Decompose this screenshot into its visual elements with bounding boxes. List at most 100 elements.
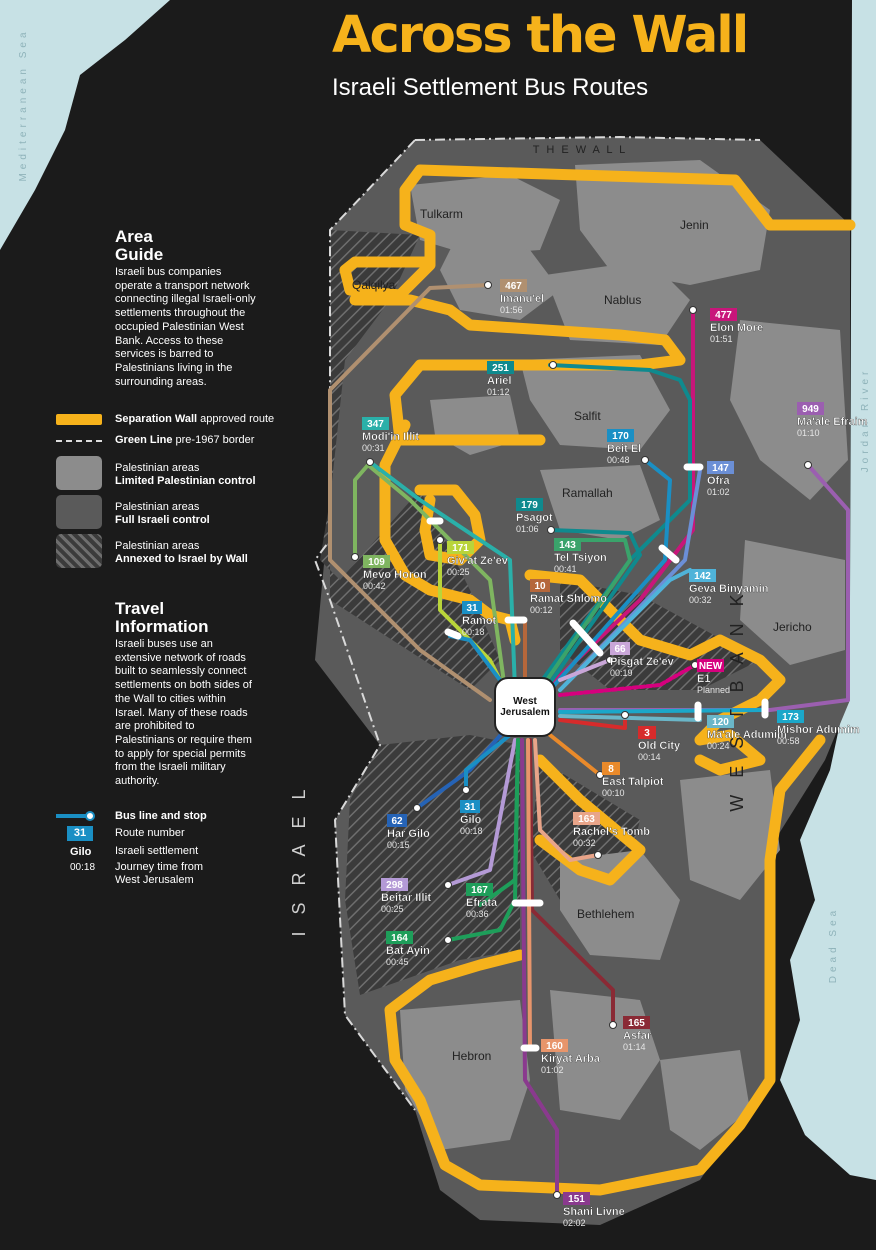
dead-sea-label: Dead Sea bbox=[828, 907, 839, 983]
route-badge[interactable] bbox=[460, 800, 480, 813]
journey-time: 00:41 bbox=[554, 564, 577, 574]
route-number: 171 bbox=[452, 543, 469, 554]
route-number: 151 bbox=[568, 1194, 585, 1205]
jordan-label: Jordan River bbox=[860, 368, 871, 473]
route-31-gilo bbox=[464, 733, 512, 792]
route-number: 165 bbox=[628, 1018, 645, 1029]
route-badge[interactable] bbox=[487, 361, 514, 374]
route-badge[interactable] bbox=[530, 579, 550, 592]
journey-time: 00:36 bbox=[466, 909, 489, 919]
journey-time: 00:42 bbox=[363, 581, 386, 591]
route-66 bbox=[558, 658, 612, 682]
travel-info-heading: Travel Information bbox=[115, 600, 209, 636]
route-badge[interactable] bbox=[697, 659, 724, 672]
route-badge[interactable] bbox=[541, 1039, 568, 1052]
settlement-name: Psagot bbox=[516, 512, 553, 524]
stops bbox=[351, 281, 812, 1199]
journey-time: 00:14 bbox=[638, 752, 661, 762]
key-settlement-example: Gilo bbox=[70, 846, 92, 858]
settlement-name: Mishor Adumim bbox=[777, 724, 860, 736]
route-164 bbox=[446, 738, 520, 942]
route-badge[interactable] bbox=[689, 569, 716, 582]
area-guide-text: Israeli bus companies operate a transpor… bbox=[115, 266, 256, 388]
route-number: 347 bbox=[367, 419, 384, 430]
journey-time: 00:48 bbox=[607, 455, 630, 465]
page-subtitle: Israeli Settlement Bus Routes bbox=[332, 74, 649, 101]
settlement-name: Tel Tsiyon bbox=[554, 552, 607, 564]
route-120 bbox=[558, 714, 702, 722]
journey-time: 00:45 bbox=[386, 957, 409, 967]
settlement-name: Ramot bbox=[462, 615, 497, 627]
route-badge[interactable] bbox=[554, 538, 581, 551]
route-number: 170 bbox=[612, 431, 629, 442]
route-badge[interactable] bbox=[362, 417, 389, 430]
settlement-name: Har Gilo bbox=[387, 828, 430, 840]
journey-time: 01:51 bbox=[710, 334, 733, 344]
route-badge[interactable] bbox=[777, 710, 804, 723]
route-badge[interactable] bbox=[363, 555, 390, 568]
route-badge[interactable] bbox=[710, 308, 737, 321]
heading-line: Area bbox=[115, 227, 153, 246]
west-jerusalem-hub[interactable] bbox=[494, 677, 556, 737]
hub-label: Jerusalem bbox=[500, 707, 550, 718]
route-badge[interactable] bbox=[602, 762, 620, 775]
key-settlement-label: Israeli settlement bbox=[115, 845, 199, 857]
route-173 bbox=[558, 708, 767, 714]
journey-time: 00:10 bbox=[602, 788, 625, 798]
route-number: 31 bbox=[466, 603, 478, 614]
route-badge[interactable] bbox=[607, 429, 634, 442]
route-467 bbox=[328, 283, 492, 702]
route-347 bbox=[368, 460, 517, 692]
green-line-legend: Green Line pre-1967 border bbox=[115, 434, 255, 446]
route-number: 477 bbox=[715, 310, 732, 321]
route-298 bbox=[446, 738, 517, 887]
heading-line: Information bbox=[115, 617, 209, 636]
route-badge[interactable] bbox=[500, 279, 527, 292]
route-badge[interactable] bbox=[381, 878, 408, 891]
town-label: Nablus bbox=[604, 293, 641, 307]
town-label: Hebron bbox=[452, 1049, 491, 1063]
journey-time: 01:10 bbox=[797, 428, 820, 438]
settlement-name: Ofra bbox=[707, 475, 731, 487]
annexed-area bbox=[320, 230, 500, 690]
route-number: 173 bbox=[782, 712, 799, 723]
route-badge[interactable] bbox=[447, 541, 474, 554]
wall-crossings bbox=[426, 463, 769, 1052]
route-badge[interactable] bbox=[573, 812, 600, 825]
route-number: 120 bbox=[712, 717, 729, 728]
route-badge[interactable] bbox=[707, 715, 734, 728]
route-badge[interactable] bbox=[466, 883, 493, 896]
route-badge[interactable] bbox=[610, 642, 630, 655]
journey-time: 00:32 bbox=[689, 595, 712, 605]
town-label: Ramallah bbox=[562, 486, 613, 500]
route-badge[interactable] bbox=[638, 726, 656, 739]
route-163 bbox=[533, 738, 600, 862]
route-number: 8 bbox=[608, 764, 614, 775]
journey-time: 01:56 bbox=[500, 305, 523, 315]
journey-time: 01:02 bbox=[541, 1065, 564, 1075]
route-badge[interactable] bbox=[797, 402, 824, 415]
route-number: 949 bbox=[802, 404, 819, 415]
route-badge[interactable] bbox=[462, 601, 482, 614]
route-badge[interactable] bbox=[707, 461, 734, 474]
journey-time: 00:19 bbox=[610, 668, 633, 678]
town-label: Qalqilya bbox=[352, 278, 396, 292]
journey-time: 01:02 bbox=[707, 487, 730, 497]
route-number: 467 bbox=[505, 281, 522, 292]
route-151 bbox=[520, 738, 559, 1197]
route-badge[interactable] bbox=[516, 498, 543, 511]
route-number: 142 bbox=[694, 571, 711, 582]
route-badge[interactable] bbox=[563, 1192, 590, 1205]
page-title: Across the Wall bbox=[332, 6, 749, 65]
route-number: 66 bbox=[614, 644, 626, 655]
settlement-name: Ariel bbox=[487, 375, 511, 387]
route-number: 143 bbox=[559, 540, 576, 551]
settlement-name: Kiryat Arba bbox=[541, 1053, 601, 1065]
route-badge[interactable] bbox=[386, 931, 413, 944]
dead-sea-jordan bbox=[780, 0, 876, 1180]
route-badge[interactable] bbox=[623, 1016, 650, 1029]
route-badge[interactable] bbox=[387, 814, 407, 827]
journey-time: Planned bbox=[697, 685, 730, 695]
